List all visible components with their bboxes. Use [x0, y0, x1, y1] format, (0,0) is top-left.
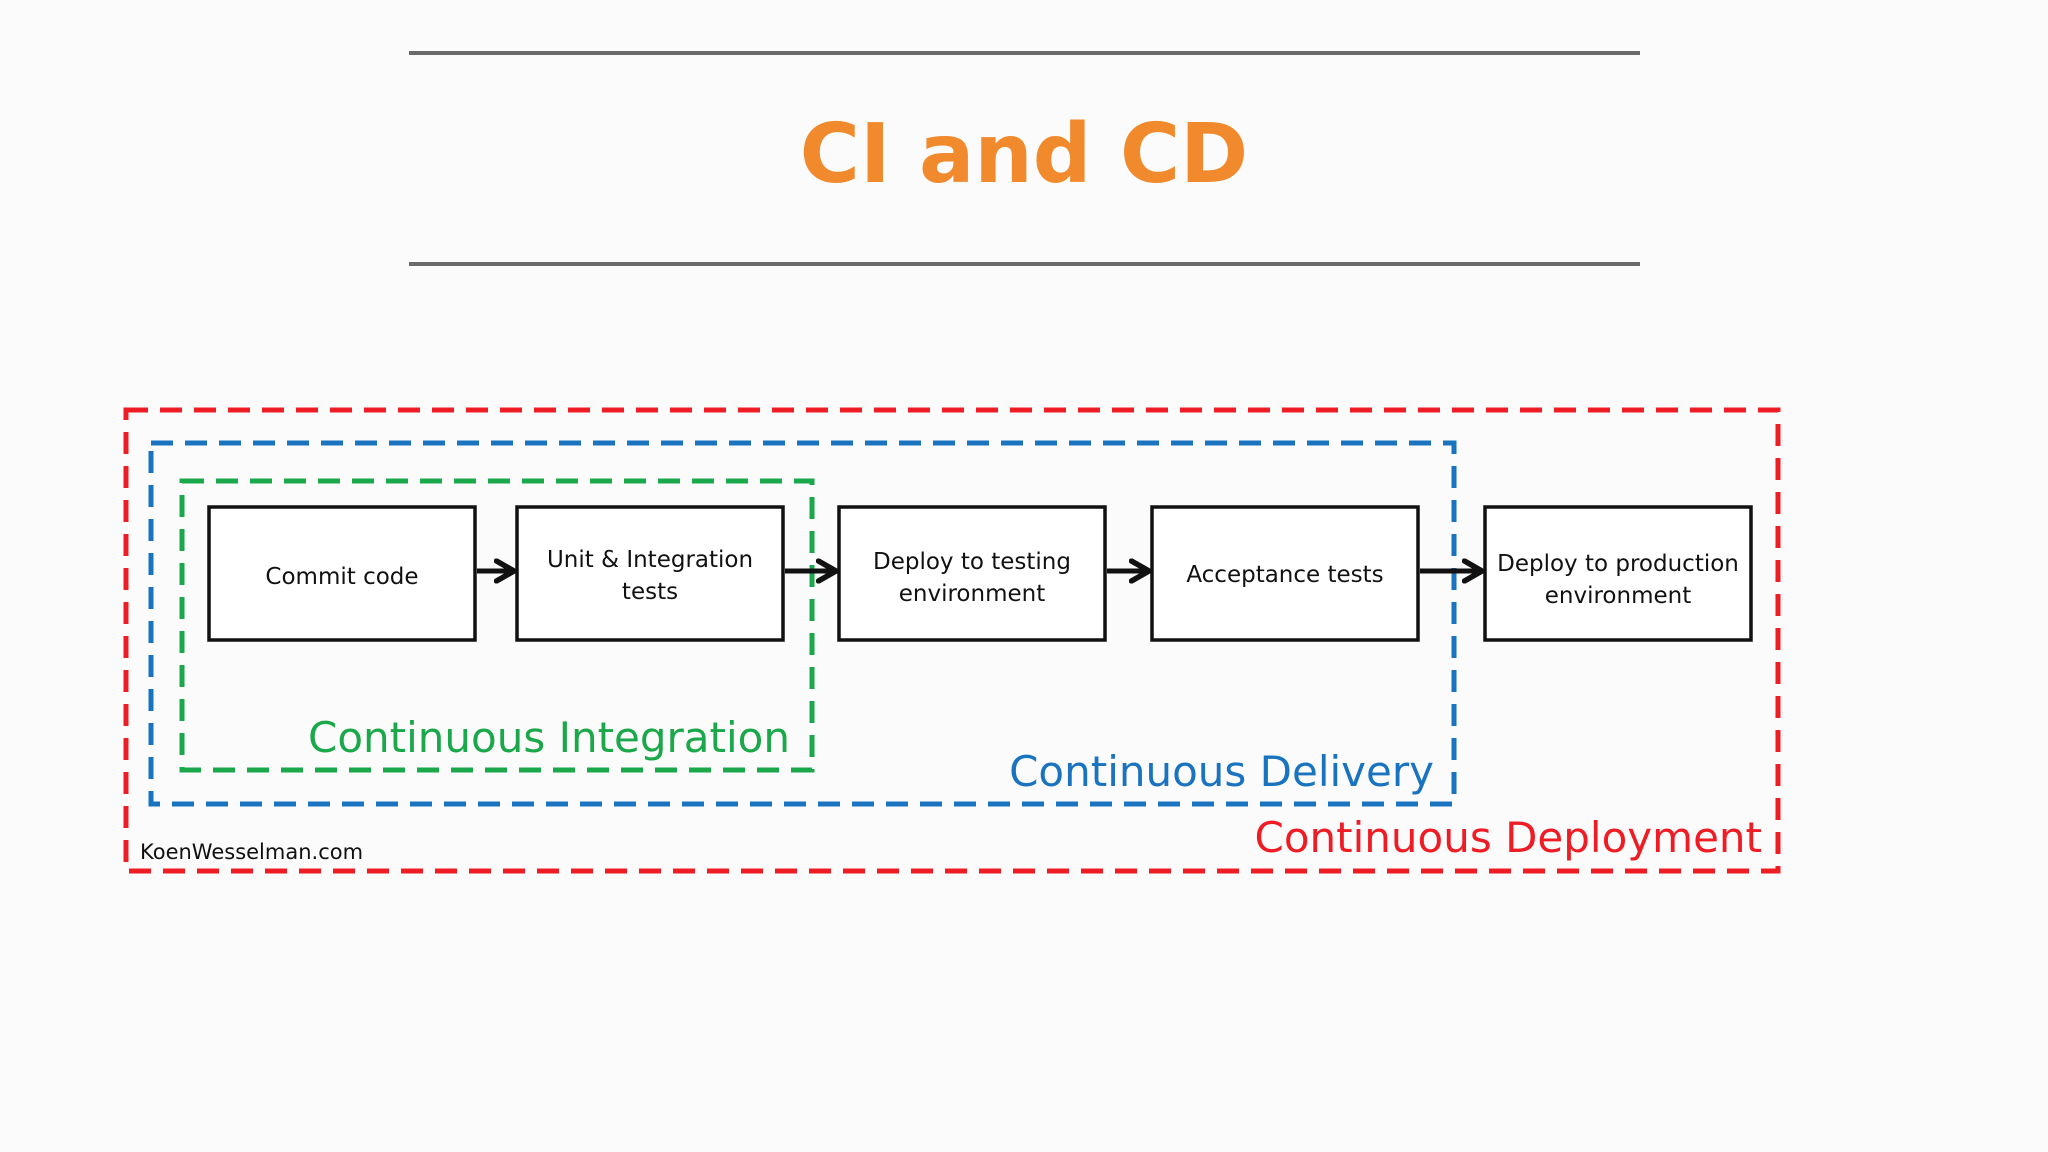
step-label: Deploy to production — [1497, 551, 1739, 577]
watermark-text: KoenWesselman.com — [140, 840, 363, 864]
step-deploy-testing: Deploy to testing environment — [837, 505, 1107, 642]
deployment-region-frame — [123, 407, 1781, 874]
title-rule-top — [409, 51, 1640, 55]
step-acceptance-tests: Acceptance tests — [1150, 505, 1420, 642]
step-deploy-production: Deploy to production environment — [1483, 505, 1753, 642]
step-label: Deploy to testing — [873, 549, 1071, 575]
step-label: Acceptance tests — [1186, 562, 1383, 588]
delivery-region-frame — [148, 440, 1457, 807]
page-title: CI and CD — [799, 107, 1249, 202]
step-unit-integration-tests: Unit & Integration tests — [515, 505, 785, 642]
step-label: Commit code — [265, 564, 418, 590]
step-label: tests — [622, 579, 678, 605]
step-label: environment — [899, 581, 1045, 607]
continuous-deployment-label: Continuous Deployment — [1255, 813, 1762, 862]
continuous-delivery-label: Continuous Delivery — [1009, 747, 1434, 796]
step-commit-code: Commit code — [207, 505, 477, 642]
continuous-integration-label: Continuous Integration — [308, 713, 790, 762]
title-rule-bottom — [409, 262, 1640, 266]
step-label: Unit & Integration — [547, 547, 753, 573]
step-label: environment — [1545, 583, 1691, 609]
integration-region-frame — [179, 478, 815, 773]
